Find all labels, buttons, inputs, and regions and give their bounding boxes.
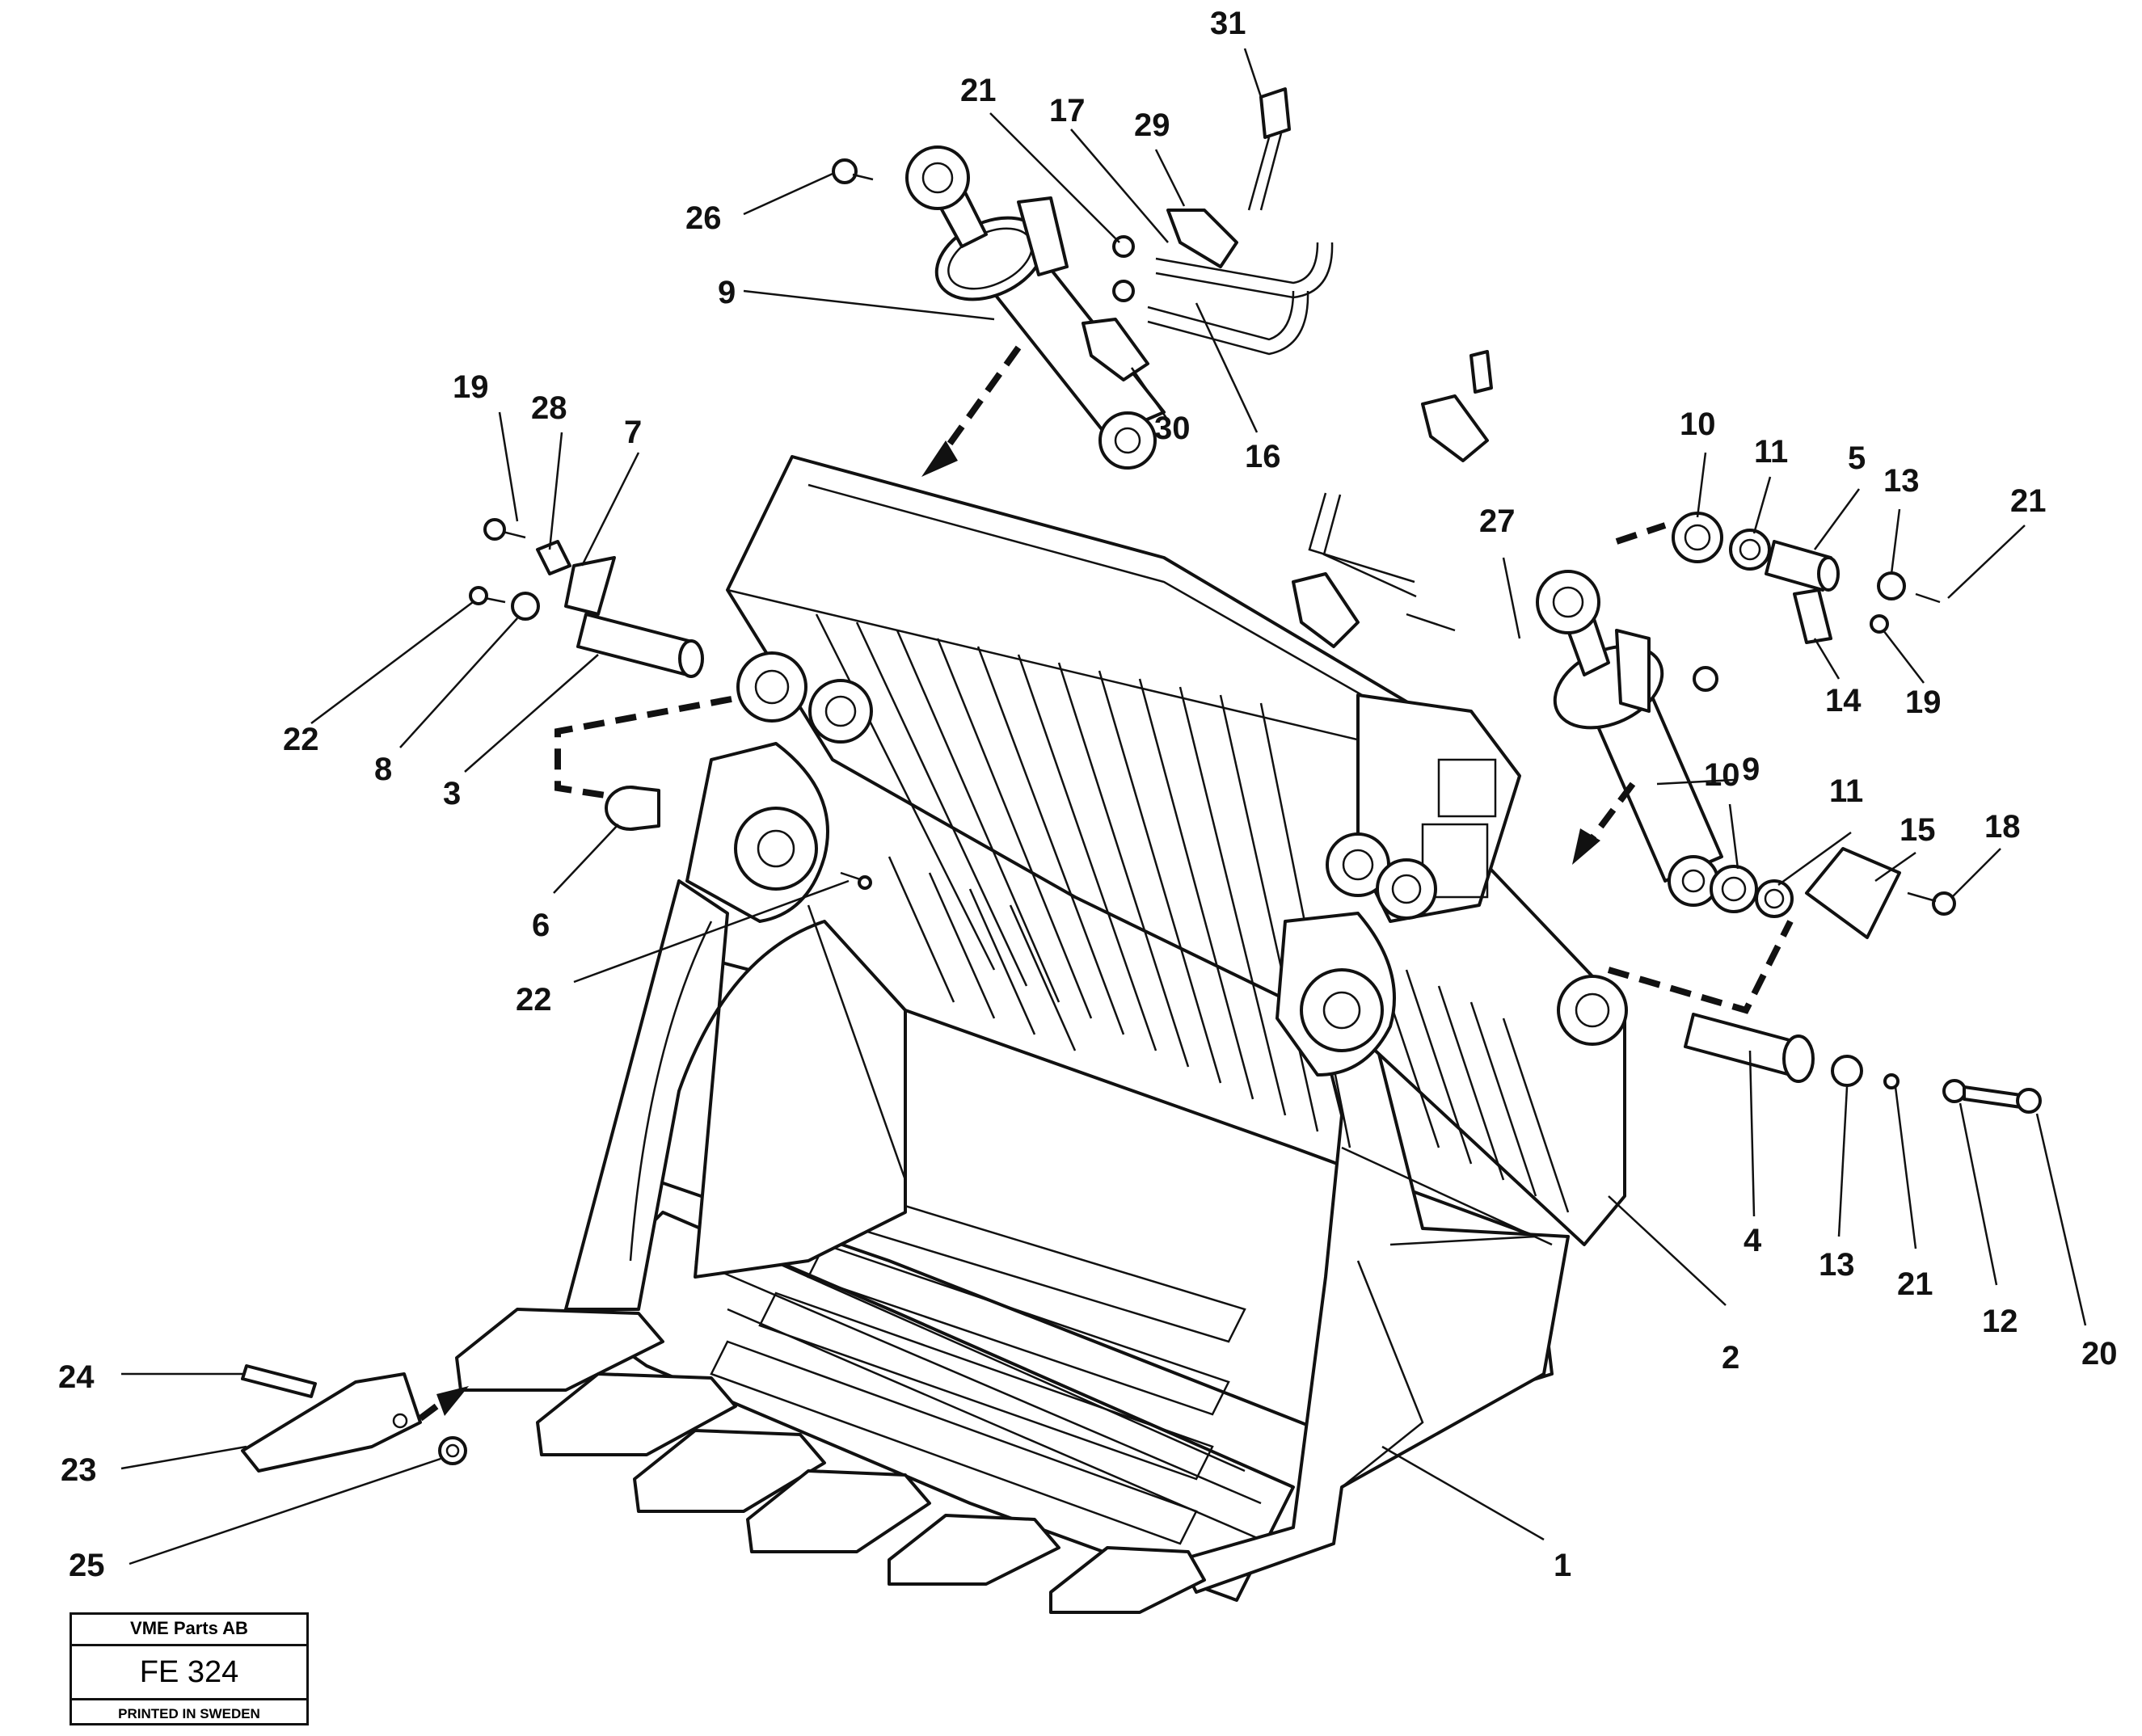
teeth-row bbox=[455, 1308, 1206, 1614]
callout-17: 17 bbox=[1049, 93, 1086, 129]
right-hardware bbox=[1672, 512, 2042, 1114]
callout-31: 31 bbox=[1210, 6, 1246, 41]
callout-21: 21 bbox=[2010, 483, 2047, 519]
callout-20: 20 bbox=[2081, 1336, 2118, 1372]
callout-13: 13 bbox=[1819, 1247, 1855, 1283]
callout-26: 26 bbox=[685, 200, 722, 236]
title-block-footer: PRINTED IN SWEDEN bbox=[118, 1706, 260, 1721]
callout-11: 11 bbox=[1829, 773, 1863, 809]
callout-3: 3 bbox=[443, 776, 461, 811]
grapple-frame bbox=[726, 455, 1628, 1246]
callout-2: 2 bbox=[1722, 1340, 1739, 1376]
title-block-company: VME Parts AB bbox=[72, 1615, 306, 1646]
callout-13: 13 bbox=[1883, 463, 1920, 499]
callout-14: 14 bbox=[1825, 683, 1862, 718]
assembly-paths bbox=[418, 345, 1794, 1422]
callout-27: 27 bbox=[1479, 504, 1516, 539]
tooth-assembly bbox=[241, 1364, 467, 1473]
callout-21: 21 bbox=[1897, 1266, 1933, 1302]
hydraulic-cylinder-right bbox=[1536, 570, 1723, 907]
callout-16: 16 bbox=[1245, 439, 1281, 474]
callout-1: 1 bbox=[1554, 1548, 1571, 1583]
callout-15: 15 bbox=[1900, 812, 1936, 848]
bucket-body bbox=[564, 879, 1570, 1602]
callout-5: 5 bbox=[1848, 440, 1866, 476]
callout-22: 22 bbox=[283, 722, 319, 757]
callout-labels: 31 21 17 29 26 9 30 16 19 28 7 22 8 3 6 … bbox=[58, 6, 2118, 1583]
callout-23: 23 bbox=[61, 1452, 97, 1488]
callout-30: 30 bbox=[1154, 411, 1191, 446]
callout-25: 25 bbox=[69, 1548, 105, 1583]
callout-22: 22 bbox=[516, 982, 552, 1018]
callout-9: 9 bbox=[718, 275, 736, 310]
callout-21: 21 bbox=[960, 73, 997, 108]
callout-11: 11 bbox=[1754, 434, 1788, 470]
hydraulic-pipes bbox=[1147, 242, 1456, 632]
callout-6: 6 bbox=[532, 908, 550, 943]
left-hardware bbox=[469, 87, 1493, 890]
callout-9: 9 bbox=[1742, 752, 1760, 787]
callout-28: 28 bbox=[531, 390, 567, 426]
bucket-lugs bbox=[685, 742, 1396, 1077]
callout-19: 19 bbox=[453, 369, 489, 405]
callout-12: 12 bbox=[1982, 1304, 2018, 1339]
callout-10: 10 bbox=[1704, 757, 1740, 793]
callout-7: 7 bbox=[624, 415, 642, 450]
callout-24: 24 bbox=[58, 1359, 95, 1395]
callout-8: 8 bbox=[374, 752, 392, 787]
callout-10: 10 bbox=[1680, 407, 1716, 442]
hydraulic-cylinder-left bbox=[905, 145, 1166, 470]
callout-19: 19 bbox=[1905, 685, 1942, 720]
title-block-code: FE 324 bbox=[72, 1646, 306, 1700]
title-block: VME Parts AB FE 324 PRINTED IN SWEDEN bbox=[70, 1612, 309, 1725]
leader-lines bbox=[120, 48, 2087, 1565]
grapple-tines bbox=[815, 613, 1570, 1213]
callout-29: 29 bbox=[1134, 107, 1170, 143]
callout-4: 4 bbox=[1744, 1223, 1762, 1258]
callout-18: 18 bbox=[1984, 809, 2021, 845]
